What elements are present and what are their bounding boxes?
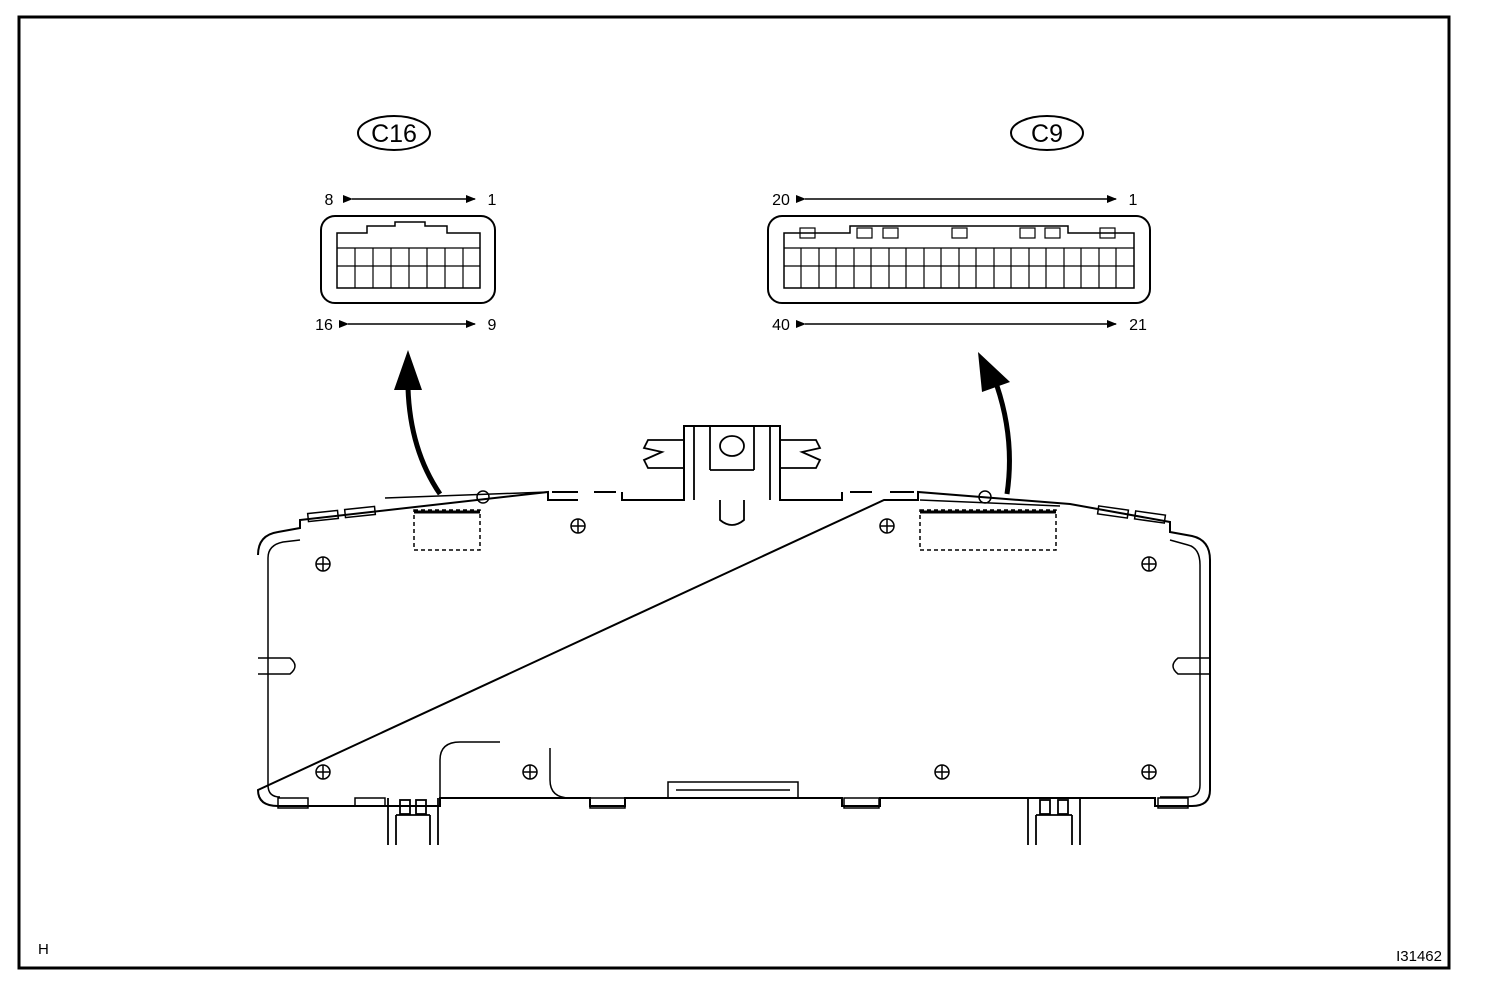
pointer-arrow-c16	[394, 350, 443, 496]
combination-meter	[256, 425, 1211, 845]
connector-c16-label: C16	[371, 120, 417, 148]
screw-icon	[934, 764, 950, 780]
connector-c9-latch-slots	[799, 227, 1116, 239]
meter-bottom-bracket-right	[1027, 798, 1081, 845]
screw-icon	[522, 764, 538, 780]
connector-c9-housing	[767, 215, 1151, 304]
meter-lower-cover	[439, 741, 571, 799]
connector-c16-label-oval	[357, 115, 431, 151]
meter-hook-right	[978, 490, 992, 504]
connector-c16-bottom-left-pin: 16	[315, 317, 333, 334]
screw-icon	[315, 556, 331, 572]
connector-c16-housing	[320, 215, 496, 304]
connector-c9-top-left-pin: 20	[772, 192, 790, 209]
connector-c9-inner-face	[783, 225, 1135, 289]
connector-c9-bottom-right-pin: 21	[1129, 317, 1147, 334]
connector-c9-bottom-left-pin: 40	[772, 317, 790, 334]
meter-top-slots-left	[306, 491, 549, 523]
connector-c9: C9 20 1	[767, 115, 1151, 334]
screw-icon	[1141, 764, 1157, 780]
meter-center-clip	[642, 426, 822, 526]
meter-screws	[315, 518, 1157, 780]
meter-bottom-bracket-left	[387, 798, 439, 845]
meter-inner-outline	[267, 539, 1201, 798]
c16-location-box	[413, 509, 481, 551]
connector-c9-label: C9	[1031, 120, 1063, 148]
connector-c16-bottom-right-pin: 9	[488, 317, 497, 334]
meter-bottom-latch	[667, 781, 799, 798]
meter-right-notch	[1172, 657, 1210, 675]
meter-outline	[256, 425, 1211, 807]
meter-left-notch	[258, 657, 296, 675]
connector-c16-inner-face	[336, 221, 481, 289]
screw-icon	[879, 518, 895, 534]
meter-hook-left	[476, 490, 490, 504]
diagram-frame	[17, 15, 1451, 970]
c9-location-box	[919, 509, 1057, 551]
corner-code-left: H	[38, 941, 49, 958]
connector-c9-label-oval	[1010, 115, 1084, 151]
figure-id: I31462	[1396, 948, 1442, 965]
connector-c16-top-right-pin: 1	[488, 192, 497, 209]
connector-c9-top-right-pin: 1	[1129, 192, 1138, 209]
connector-c16-top-left-pin: 8	[325, 192, 334, 209]
screw-icon	[315, 764, 331, 780]
screw-icon	[1141, 556, 1157, 572]
connector-c16-pin-grid	[337, 247, 480, 288]
meter-top-slots-right	[919, 499, 1167, 524]
screw-icon	[570, 518, 586, 534]
pointer-arrow-c9	[978, 352, 1012, 495]
meter-bottom-tabs	[277, 797, 1189, 809]
connector-c9-pin-grid	[784, 247, 1134, 288]
connector-c16: C16 8 1 16 9	[315, 115, 497, 334]
